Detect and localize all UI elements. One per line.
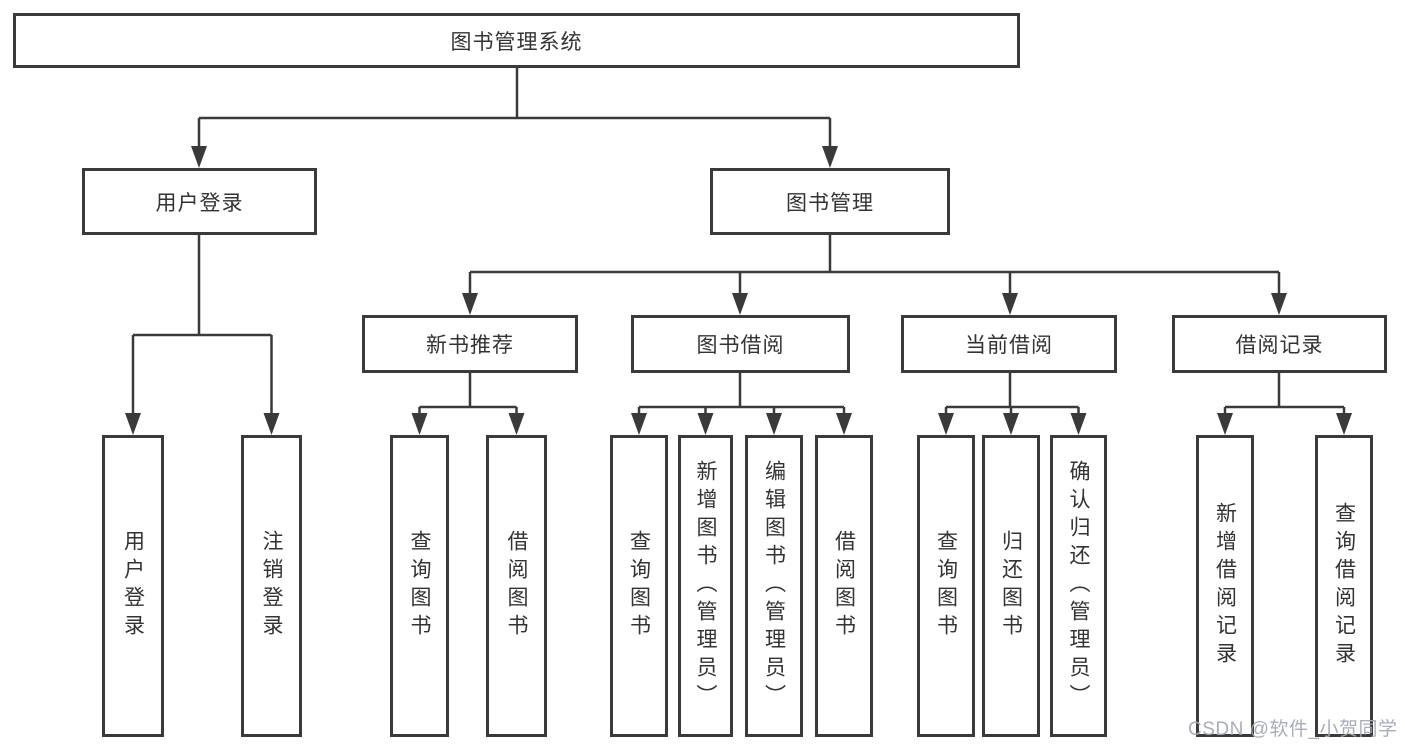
node-leaf-nb-borrow-book-label: 借阅图书 <box>505 530 528 642</box>
node-user-login-label: 用户登录 <box>155 191 244 215</box>
node-leaf-bb-query-book-label: 查询图书 <box>627 530 651 642</box>
node-leaf-logout: 注销登录 <box>241 435 302 737</box>
arrowheads <box>125 146 1352 435</box>
node-leaf-cb-query-book-label: 查询图书 <box>934 530 958 642</box>
node-leaf-user-login: 用户登录 <box>102 435 164 737</box>
node-new-book-recommend-label: 新书推荐 <box>426 334 514 357</box>
node-root-system: 图书管理系统 <box>13 13 1020 68</box>
node-leaf-nb-query-book-label: 查询图书 <box>408 530 431 642</box>
node-leaf-cb-confirm-return-admin: 确认归还（管理员） <box>1050 435 1107 737</box>
node-leaf-cb-return-book: 归还图书 <box>982 435 1040 737</box>
node-leaf-bb-query-book: 查询图书 <box>610 435 668 737</box>
node-borrowing-records: 借阅记录 <box>1172 315 1387 373</box>
node-leaf-br-add-record-label: 新增借阅记录 <box>1213 502 1237 670</box>
node-leaf-user-login-label: 用户登录 <box>121 530 145 642</box>
node-leaf-bb-borrow-book: 借阅图书 <box>815 435 873 737</box>
node-leaf-bb-add-book-admin-label: 新增图书（管理员） <box>694 460 717 712</box>
node-leaf-nb-borrow-book: 借阅图书 <box>486 435 547 737</box>
node-leaf-br-query-record: 查询借阅记录 <box>1315 435 1373 737</box>
node-user-login: 用户登录 <box>82 168 317 235</box>
node-current-borrowing: 当前借阅 <box>901 315 1117 373</box>
node-root-system-label: 图书管理系统 <box>450 30 583 54</box>
node-book-borrowing: 图书借阅 <box>631 315 850 373</box>
node-leaf-bb-edit-book-admin: 编辑图书（管理员） <box>745 435 803 737</box>
node-leaf-br-add-record: 新增借阅记录 <box>1196 435 1254 737</box>
node-leaf-nb-query-book: 查询图书 <box>390 435 449 737</box>
node-leaf-cb-confirm-return-admin-label: 确认归还（管理员） <box>1067 460 1090 712</box>
node-leaf-cb-return-book-label: 归还图书 <box>999 530 1023 642</box>
node-new-book-recommend: 新书推荐 <box>362 315 578 373</box>
node-book-management: 图书管理 <box>710 168 950 235</box>
node-book-management-label: 图书管理 <box>786 191 874 215</box>
node-book-borrowing-label: 图书借阅 <box>696 334 785 357</box>
node-current-borrowing-label: 当前借阅 <box>965 334 1053 357</box>
csdn-watermark: CSDN @软件_小贺同学 <box>1188 719 1398 740</box>
node-leaf-br-query-record-label: 查询借阅记录 <box>1332 502 1356 670</box>
node-leaf-cb-query-book: 查询图书 <box>917 435 975 737</box>
node-leaf-bb-edit-book-admin-label: 编辑图书（管理员） <box>762 460 786 712</box>
node-leaf-bb-add-book-admin: 新增图书（管理员） <box>678 435 733 737</box>
node-leaf-bb-borrow-book-label: 借阅图书 <box>832 530 856 642</box>
node-leaf-logout-label: 注销登录 <box>260 530 283 642</box>
node-borrowing-records-label: 借阅记录 <box>1235 334 1324 357</box>
